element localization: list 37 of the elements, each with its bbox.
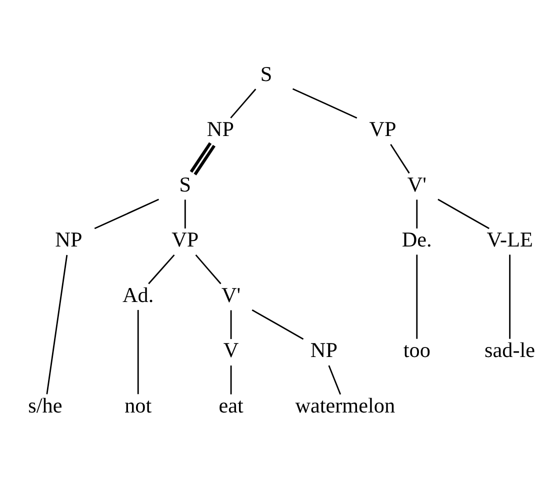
node-text: S bbox=[179, 172, 192, 196]
node-text: too bbox=[403, 338, 430, 362]
connector bbox=[509, 254, 511, 339]
node-text: NP bbox=[310, 338, 338, 362]
connector bbox=[390, 144, 410, 174]
node-text: not bbox=[124, 394, 152, 418]
connector bbox=[184, 200, 186, 228]
connector bbox=[190, 142, 216, 176]
node-text: V bbox=[223, 338, 239, 362]
connector bbox=[292, 88, 358, 119]
node-text: eat bbox=[218, 394, 244, 418]
connector bbox=[94, 198, 160, 230]
node-text: s/he bbox=[28, 394, 62, 418]
node-text: VP bbox=[172, 228, 199, 252]
connector bbox=[230, 366, 232, 394]
connector bbox=[137, 310, 139, 394]
connector bbox=[46, 254, 68, 394]
node-text: watermelon bbox=[295, 394, 396, 418]
node-text: V-LE bbox=[486, 228, 533, 252]
node-text: V' bbox=[221, 282, 241, 307]
connector bbox=[148, 254, 175, 284]
node-text: sad-le bbox=[484, 338, 536, 362]
node-text: NP bbox=[55, 228, 82, 252]
connector bbox=[230, 88, 256, 118]
node-text: S bbox=[260, 62, 272, 86]
connector bbox=[252, 309, 304, 340]
connector bbox=[230, 310, 232, 340]
node-text: V' bbox=[407, 172, 426, 196]
connector bbox=[328, 365, 342, 395]
connector bbox=[416, 254, 418, 339]
connector bbox=[438, 198, 490, 230]
connector bbox=[416, 200, 418, 228]
node-text: NP bbox=[206, 117, 234, 142]
node-text: VP bbox=[369, 117, 396, 142]
connector bbox=[195, 254, 222, 284]
node-text: De. bbox=[402, 228, 432, 252]
node-text: Ad. bbox=[122, 282, 154, 307]
